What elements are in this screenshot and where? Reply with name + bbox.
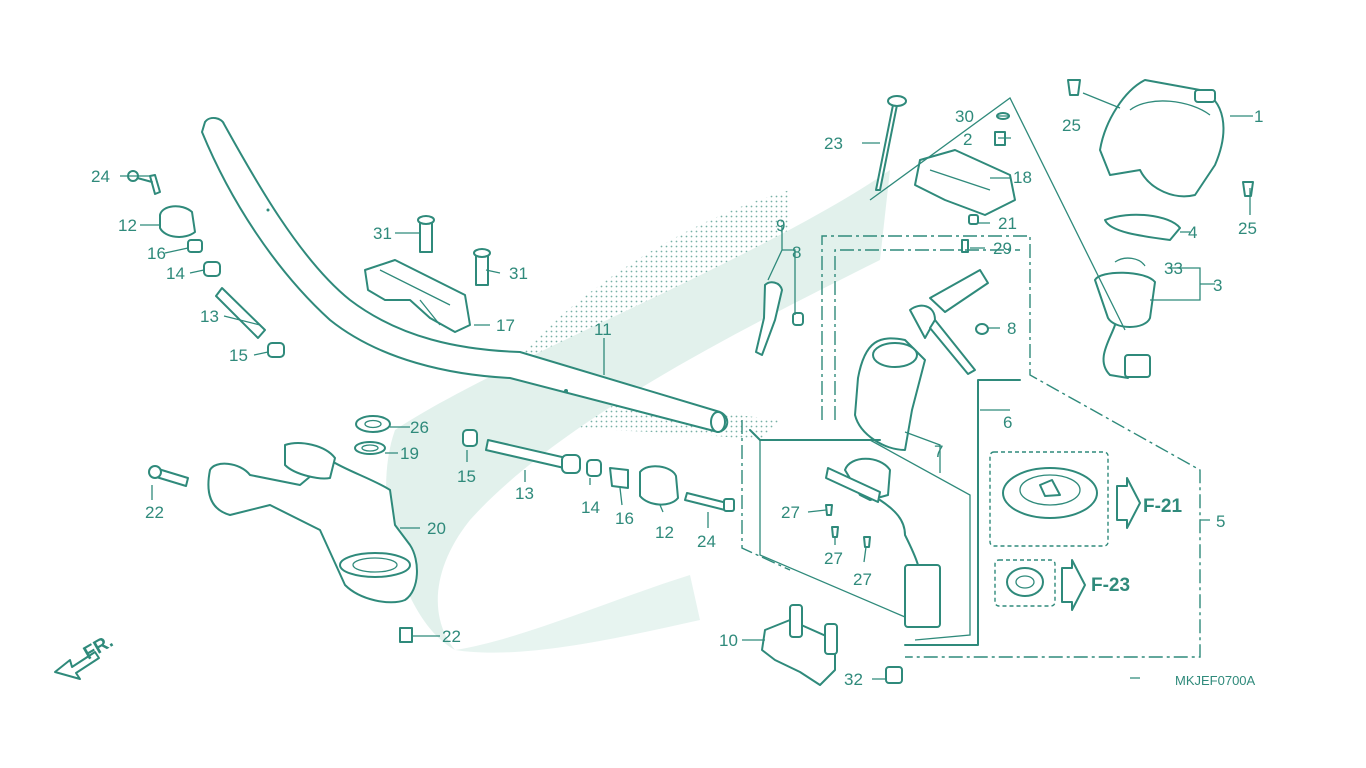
part-label: 17 [496, 316, 515, 335]
ref-f21: F-21 [1143, 496, 1183, 517]
handlebar-upper-holder [364, 215, 491, 333]
front-direction-arrow: FR. [54, 631, 117, 680]
part-label: 22 [145, 503, 164, 522]
part-label: 16 [147, 244, 166, 263]
part-label: 12 [655, 523, 674, 542]
part-label: 27 [853, 570, 872, 589]
part-label: 15 [229, 346, 248, 365]
lower-bracket [761, 604, 903, 686]
part-label: 19 [400, 444, 419, 463]
handle-cover-assembly [1067, 79, 1254, 379]
part-label: 13 [200, 307, 219, 326]
part-label: 20 [427, 519, 446, 538]
steering-lock-bracket [875, 95, 1016, 253]
part-label: 14 [166, 264, 185, 283]
part-label: 16 [615, 509, 634, 528]
part-label: 23 [824, 134, 843, 153]
diagram-code: MKJEF0700A [1175, 673, 1256, 688]
fork-top-bridge [148, 442, 418, 643]
ref-f23: F-23 [1091, 575, 1130, 596]
part-label: 3 [1213, 276, 1222, 295]
fuel-cap-reference [989, 451, 1141, 611]
part-label: 22 [442, 627, 461, 646]
part-label: 29 [993, 239, 1012, 258]
part-label: 10 [719, 631, 738, 650]
ignition-switch-and-keys [755, 269, 989, 451]
part-label: 24 [697, 532, 716, 551]
part-number-labels: 1 2 3 4 5 6 7 8 8 9 10 11 12 12 13 13 14… [91, 107, 1263, 689]
part-label: 7 [934, 442, 943, 461]
part-label: 25 [1062, 116, 1081, 135]
part-label: 6 [1003, 413, 1012, 432]
part-label: 33 [1164, 259, 1183, 278]
part-label: 11 [594, 320, 612, 339]
part-label: 15 [457, 467, 476, 486]
part-label: 13 [515, 484, 534, 503]
part-label: 24 [91, 167, 110, 186]
part-label: 8 [792, 243, 801, 262]
part-label: 5 [1216, 512, 1225, 531]
part-label: 2 [963, 130, 972, 149]
part-label: 4 [1188, 223, 1197, 242]
part-label: 32 [844, 670, 863, 689]
part-label: 26 [410, 418, 429, 437]
switch-bracket-and-connector [825, 457, 941, 628]
stem-nut-and-washer [354, 415, 391, 455]
part-label: 27 [781, 503, 800, 522]
part-label: 14 [581, 498, 600, 517]
part-label: 27 [824, 549, 843, 568]
part-label: 30 [955, 107, 974, 126]
part-label: 1 [1254, 107, 1263, 126]
part-label: 8 [1007, 319, 1016, 338]
right-bar-end-weight [462, 429, 735, 512]
assembly-set-boundaries [741, 97, 1201, 658]
leader-lines [120, 92, 1253, 680]
part-label: 12 [118, 216, 137, 235]
handlebar-pipe [201, 116, 729, 433]
part-label: 25 [1238, 219, 1257, 238]
part-label: 9 [776, 216, 785, 235]
part-label: 31 [373, 224, 392, 243]
part-label: 21 [998, 214, 1017, 233]
part-label: 31 [509, 264, 528, 283]
part-label: 18 [1013, 168, 1032, 187]
